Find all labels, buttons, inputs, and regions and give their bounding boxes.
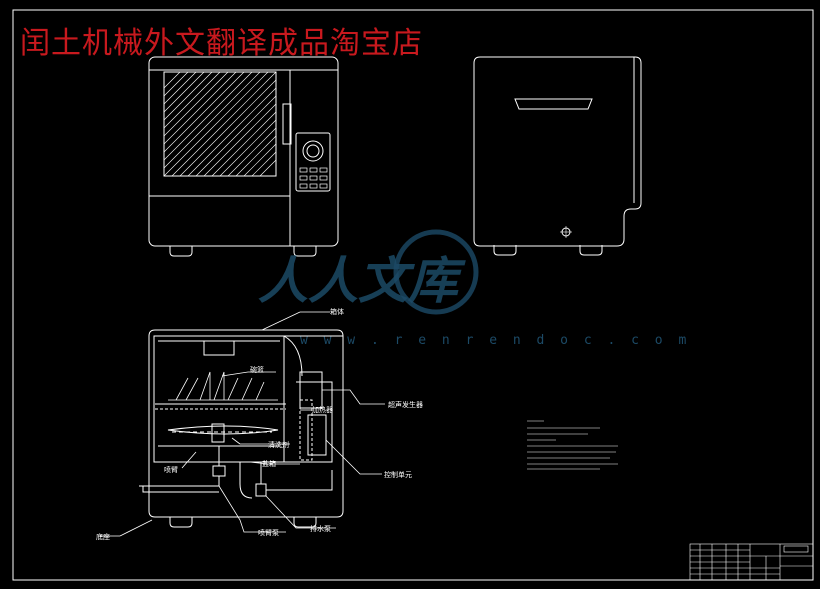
- watermark: 人人文库 w w w . r e n r e n d o c . c o m: [258, 229, 690, 348]
- leader-lines: [100, 311, 385, 537]
- technical-notes: [527, 420, 618, 470]
- label-box: 箱体: [330, 307, 344, 316]
- label-heater: 加热器: [312, 405, 333, 414]
- label-basket: 碗篮: [250, 365, 264, 374]
- label-base: 底座: [96, 532, 110, 541]
- label-ultrasonic: 超声发生器: [388, 400, 423, 409]
- label-cleaner: 清洗剂: [268, 440, 289, 449]
- dial-knob-icon: [302, 140, 324, 162]
- label-control-unit: 控制单元: [384, 470, 412, 479]
- dish-rack: [168, 371, 278, 401]
- panel-buttons: [299, 167, 328, 189]
- drawing-frame: [12, 9, 814, 581]
- label-spray-arm: 喷臂: [164, 465, 178, 474]
- ultrasonic-generator-box: [299, 371, 323, 409]
- front-view: [148, 56, 339, 257]
- shop-banner-title: 闰土机械外文翻译成品淘宝店: [20, 26, 423, 61]
- callout-labels: 箱体 碗篮 超声发生器 加热器 喷臂 清洗剂 盐箱 控制单元 底座 喷臂泵 排水…: [96, 307, 423, 541]
- label-spray-pump: 喷臂泵: [258, 528, 279, 537]
- door-handle: [514, 98, 593, 110]
- side-view: [473, 56, 642, 256]
- control-unit-box: [307, 414, 327, 456]
- spray-arm-shape: [167, 425, 279, 435]
- spray-pump-body: [212, 465, 226, 477]
- title-block: [689, 543, 814, 581]
- label-drain-pump: 排水泵: [310, 524, 331, 533]
- glass-window-hatch: [163, 71, 277, 177]
- watermark-text: 人人文库: [258, 252, 466, 310]
- drain-pump-body: [255, 483, 267, 497]
- watermark-url: w w w . r e n r e n d o c . c o m: [300, 333, 690, 348]
- control-panel: [295, 132, 331, 192]
- label-detergent-box: 盐箱: [262, 459, 276, 468]
- section-view: [139, 329, 344, 528]
